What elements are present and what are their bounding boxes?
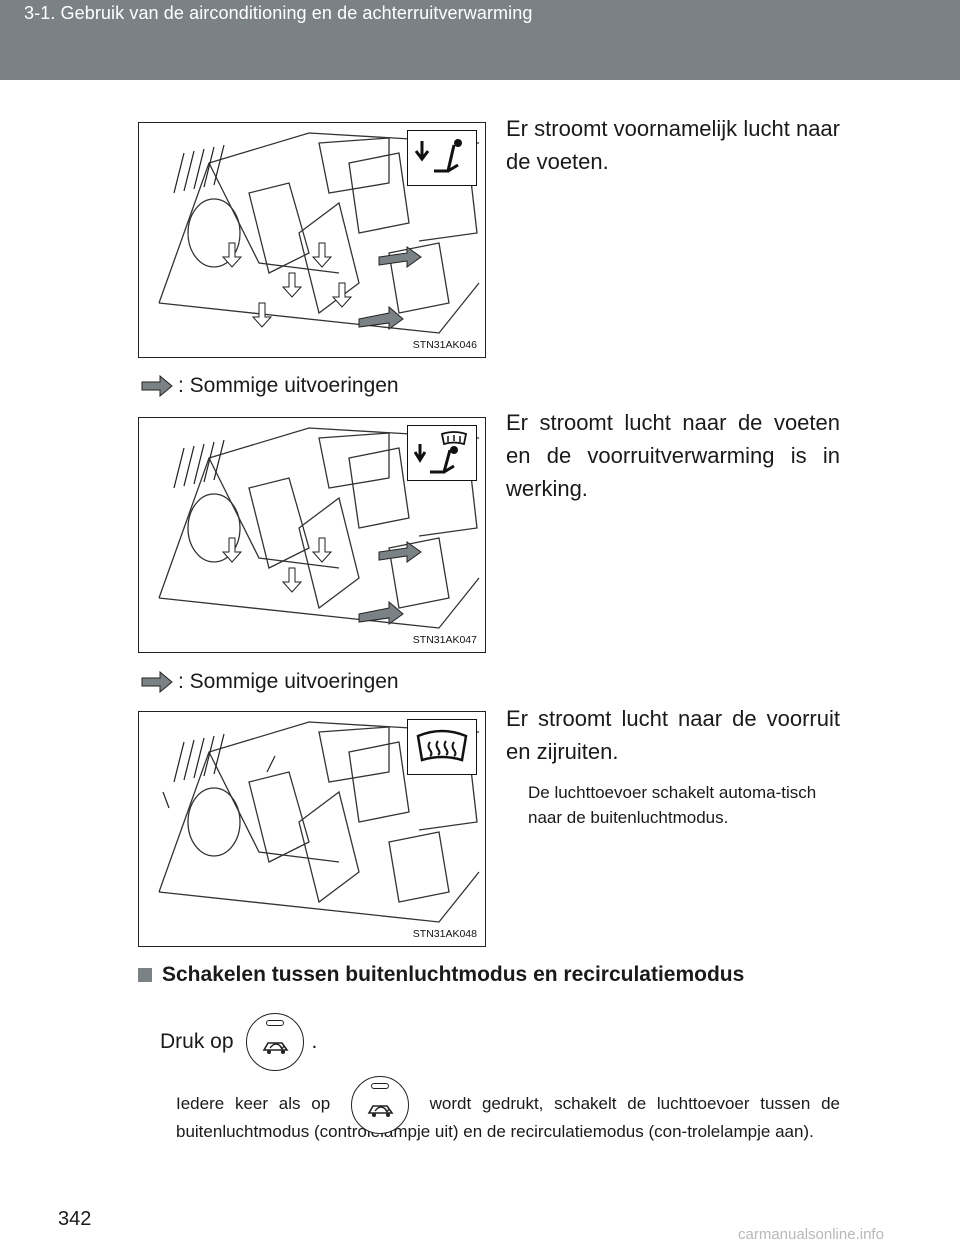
indicator-lamp-icon xyxy=(370,1082,389,1089)
section-title: 3-1. Gebruik van de airconditioning en d… xyxy=(24,3,533,23)
airflow-arrow-icon xyxy=(141,375,173,397)
figure-3-subnote: De luchttoevoer schakelt automa-tisch na… xyxy=(528,783,817,827)
heading-text: Schakelen tussen buitenluchtmodus en rec… xyxy=(162,963,745,986)
figure-code: STN31AK047 xyxy=(412,634,477,646)
page-number: 342 xyxy=(58,1208,92,1230)
press-suffix: . xyxy=(311,1030,318,1053)
figure-feet-mode: STN31AK046 xyxy=(138,122,486,358)
figure-3-description: Er stroomt lucht naar de voorruit en zij… xyxy=(506,706,840,764)
recirculation-button-icon xyxy=(350,1075,409,1134)
windshield-defroster-icon xyxy=(407,719,477,775)
figure-code: STN31AK048 xyxy=(412,928,477,940)
recirculation-note: Iedere keer als op wordt gedrukt, schake… xyxy=(176,1075,840,1146)
car-interior-illustration xyxy=(158,721,480,923)
note-suffix: wordt gedrukt, schakelt de luchttoevoer … xyxy=(176,1094,840,1141)
feet-and-defroster-airflow-icon xyxy=(407,425,477,481)
square-bullet-icon xyxy=(138,968,152,982)
watermark: carmanualsonline.info xyxy=(738,1226,884,1243)
variant-note-1: : Sommige uitvoeringen xyxy=(140,374,399,398)
figure-1-description: Er stroomt voornamelijk lucht naar de vo… xyxy=(506,116,840,174)
page-header: 3-1. Gebruik van de airconditioning en d… xyxy=(0,0,960,80)
airflow-arrow-icon xyxy=(141,671,173,693)
variant-label: : Sommige uitvoeringen xyxy=(178,670,399,693)
figure-feet-defroster-mode: STN31AK047 xyxy=(138,417,486,653)
feet-airflow-icon xyxy=(407,130,477,186)
figure-windshield-mode: STN31AK048 xyxy=(138,711,486,947)
car-interior-illustration xyxy=(158,132,480,334)
section-heading: Schakelen tussen buitenluchtmodus en rec… xyxy=(138,963,744,987)
recirculation-button-icon xyxy=(245,1013,304,1071)
car-interior-illustration xyxy=(158,427,480,629)
figure-2-description: Er stroomt lucht naar de voeten en de vo… xyxy=(506,410,840,501)
indicator-lamp-icon xyxy=(265,1020,284,1026)
press-prefix: Druk op xyxy=(160,1030,234,1053)
note-prefix: Iedere keer als op xyxy=(176,1094,331,1113)
press-instruction: Druk op . xyxy=(160,1013,317,1071)
variant-label: : Sommige uitvoeringen xyxy=(178,374,399,397)
variant-note-2: : Sommige uitvoeringen xyxy=(140,670,399,694)
figure-code: STN31AK046 xyxy=(412,339,477,351)
